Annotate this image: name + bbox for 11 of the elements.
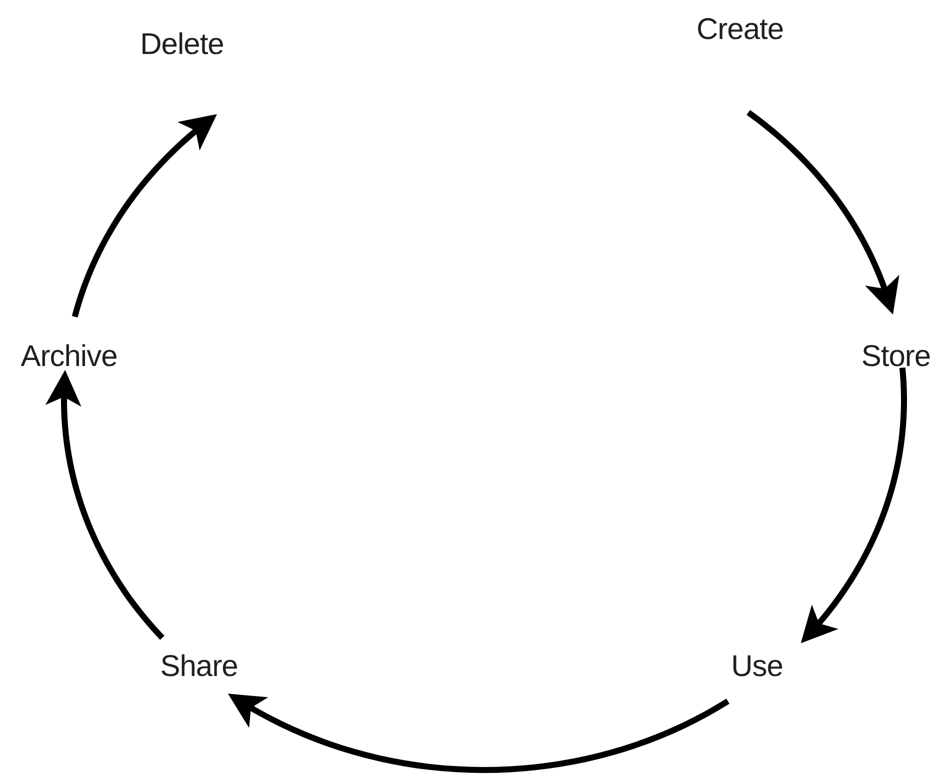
stage-label: Use [731,650,783,684]
stage-label: Store [861,340,931,374]
arrow [72,114,217,318]
stage-label: Create [696,13,784,47]
arrow [228,694,730,773]
arrow [800,368,907,644]
stage-label: Archive [20,340,118,374]
arrow [45,370,164,640]
stage-label: Delete [140,28,224,62]
stage-label: Share [160,650,238,684]
arrow [746,110,900,315]
